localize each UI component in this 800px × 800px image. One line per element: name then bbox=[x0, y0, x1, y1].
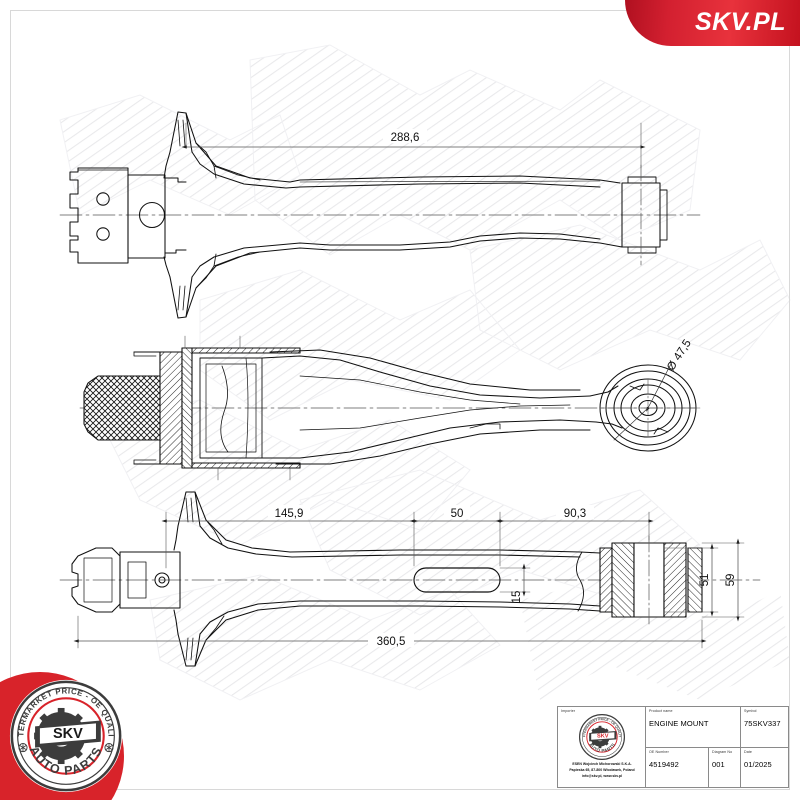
skv-ribbon: SKV bbox=[589, 731, 617, 742]
diagram-no-value: 001 bbox=[712, 759, 725, 769]
importer-name: ESEN Wojciech Michorowski S.K.A. bbox=[572, 762, 632, 767]
view-top-plan bbox=[59, 111, 701, 319]
dimension-label-145: 145,9 bbox=[275, 508, 304, 520]
badge-emblem: SKV AFTERMARKET PRICE - OE QUALITY AUTO … bbox=[8, 678, 123, 793]
dimension-label-59: 59 bbox=[725, 574, 737, 587]
badge-center-label: SKV bbox=[53, 726, 83, 742]
title-block-row-top: Product name ENGINE MOUNT Symbol 75SKV33… bbox=[646, 707, 788, 748]
oe-number-label: OE Number bbox=[649, 749, 669, 754]
dimension-label-diameter: Ø 47,5 bbox=[665, 338, 694, 373]
view-section bbox=[79, 335, 701, 481]
title-block: Importer bbox=[557, 706, 789, 788]
symbol-value: 75SKV337 bbox=[744, 719, 781, 729]
diagram-no-label: Diagram No bbox=[712, 749, 733, 754]
importer-address: Papieska 65, 87-800 Włocławek, Poland bbox=[569, 768, 635, 773]
importer-contact: info@skv.pl, www.skv.pl bbox=[581, 774, 623, 779]
dimension-label-15: 15 bbox=[511, 591, 523, 604]
dimension-label-360: 360,5 bbox=[377, 636, 406, 648]
dimension-label-90: 90,3 bbox=[564, 508, 586, 520]
date-cell: Date 01/2025 bbox=[741, 748, 788, 788]
importer-label: Importer bbox=[561, 709, 576, 713]
banner-label: SKV.PL bbox=[694, 8, 786, 36]
date-label: Date bbox=[744, 749, 752, 754]
symbol-label: Symbol bbox=[744, 709, 757, 713]
bushing-eye bbox=[599, 364, 701, 452]
date-value: 01/2025 bbox=[744, 759, 772, 769]
skv-brand-banner: SKV.PL bbox=[625, 0, 800, 46]
oe-number-value: 4519492 bbox=[649, 759, 679, 769]
diagram-no-cell: Diagram No 001 bbox=[709, 747, 741, 787]
title-block-row-bottom: OE Number 4519492 Diagram No 001 Date 01… bbox=[646, 747, 788, 788]
product-name-value: ENGINE MOUNT bbox=[649, 719, 709, 729]
dimension-label-50: 50 bbox=[451, 508, 464, 520]
importer-badge-logo: SKV AFTERMARKET PRICE - OE QUALITY AUTO … bbox=[578, 713, 626, 761]
product-name-cell: Product name ENGINE MOUNT bbox=[646, 707, 741, 747]
dimension-288 bbox=[181, 122, 646, 169]
logo-center-label: SKV bbox=[597, 734, 609, 740]
banner-shape bbox=[625, 0, 800, 46]
skv-ribbon: SKV bbox=[35, 720, 101, 748]
product-name-label: Product name bbox=[649, 709, 673, 713]
dimension-label-51: 51 bbox=[699, 574, 711, 587]
title-block-fields: Product name ENGINE MOUNT Symbol 75SKV33… bbox=[646, 707, 788, 787]
view-bottom-plan bbox=[59, 491, 761, 667]
symbol-cell: Symbol 75SKV337 bbox=[741, 707, 788, 747]
importer-cell: Importer bbox=[558, 707, 646, 787]
aftermarket-quality-badge: SKV AFTERMARKET PRICE - OE QUALITY AUTO … bbox=[0, 672, 140, 800]
dimension-label-288: 288,6 bbox=[391, 132, 420, 144]
oe-number-cell: OE Number 4519492 bbox=[646, 747, 709, 787]
